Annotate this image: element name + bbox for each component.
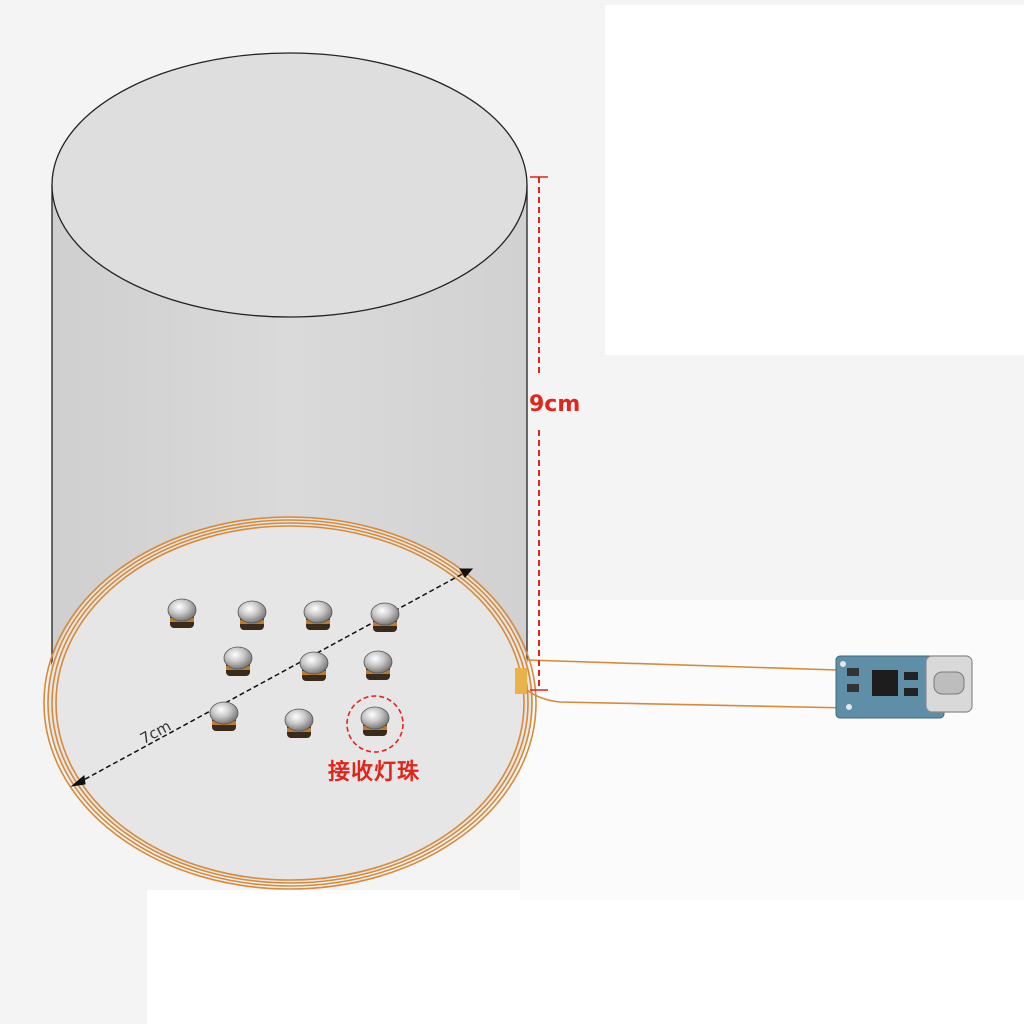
cylinder-top: [51, 52, 528, 318]
lead-wire-top: [526, 659, 838, 671]
led-bead-icon: [237, 600, 267, 630]
led-bead-icon: [223, 646, 253, 676]
pcb-solder-pad: [840, 661, 846, 667]
coil-ring: [43, 516, 537, 890]
diameter-line: [77, 571, 467, 784]
coil-ring: [51, 522, 529, 884]
led-bead-icon: [209, 701, 239, 731]
pcb-module-icon: [835, 655, 973, 719]
pcb-chip: [872, 670, 898, 696]
height-label: 9cm: [529, 392, 581, 417]
coil-ring: [47, 519, 533, 887]
usb-c-port-icon: [925, 655, 973, 713]
led-bead-icon: [284, 708, 314, 738]
lead-wires: [515, 659, 851, 709]
diameter-dimension: [70, 568, 474, 787]
pcb-component: [904, 688, 918, 696]
height-dimension: [530, 176, 548, 691]
white-background-bottom: [147, 890, 1024, 1024]
receiver-led-highlight: [346, 695, 404, 753]
diameter-arrow-right: [459, 568, 474, 578]
white-background-top-right: [605, 5, 1024, 355]
lead-wire-bottom: [526, 689, 851, 709]
pcb-component: [847, 668, 859, 676]
led-bead-icon: [167, 598, 197, 628]
led-beads: [167, 598, 400, 738]
diameter-arrow-left: [70, 775, 86, 787]
pcb-component: [847, 684, 859, 692]
led-bead-icon: [360, 706, 390, 736]
pcb-component: [904, 672, 918, 680]
led-bead-icon: [363, 650, 393, 680]
led-bead-icon: [303, 600, 333, 630]
led-bead-icon: [370, 602, 400, 632]
coil-ring: [55, 525, 525, 881]
white-background-bottom-right: [520, 600, 1024, 900]
copper-coil: [43, 516, 537, 890]
coil-tab: [515, 668, 527, 694]
receiver-led-label: 接收灯珠: [328, 760, 421, 785]
led-bead-icon: [299, 651, 329, 681]
pcb-solder-pad: [846, 704, 852, 710]
